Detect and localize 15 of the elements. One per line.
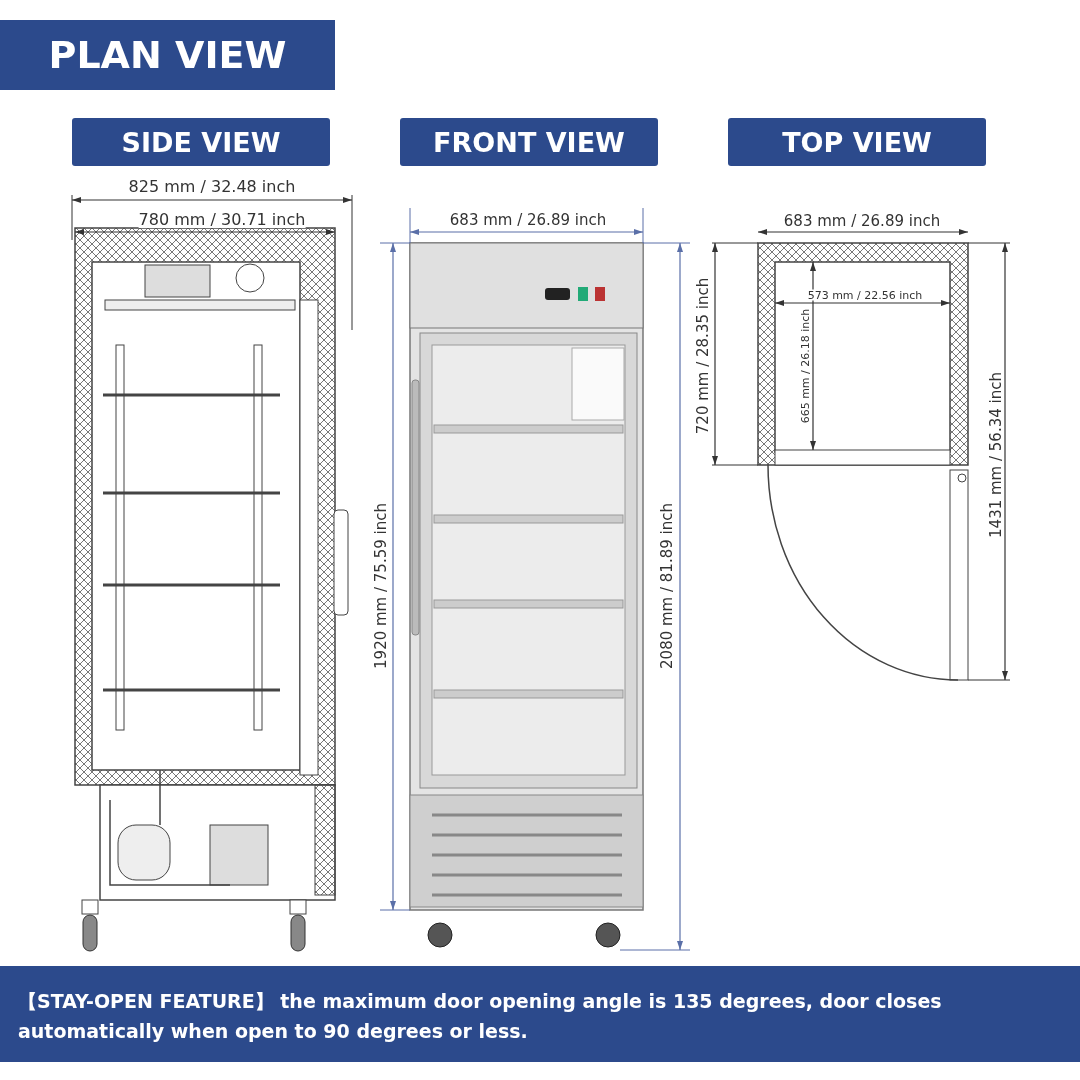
view-heading: FRONT VIEW — [400, 118, 658, 166]
dimension-label: 683 mm / 26.89 inch — [449, 212, 607, 228]
dimension-label: 1431 mm / 56.34 inch — [988, 372, 1004, 538]
caption-band: 【STAY-OPEN FEATURE】 the maximum door opening angle is 135 degrees, door closes automatically when open to 90 degrees or less. — [0, 966, 1080, 1062]
dimension-label: 665 mm / 26.18 inch — [799, 308, 811, 424]
dimension-label: 1920 mm / 75.59 inch — [373, 503, 389, 669]
dimension-label: 2080 mm / 81.89 inch — [659, 503, 675, 669]
title-banner: PLAN VIEW — [0, 20, 335, 90]
view-heading: SIDE VIEW — [72, 118, 330, 166]
dimension-label: 683 mm / 26.89 inch — [783, 213, 941, 229]
dimension-label: 825 mm / 32.48 inch — [128, 179, 296, 195]
dimension-label: 573 mm / 22.56 inch — [807, 289, 923, 301]
dimension-label: 780 mm / 30.71 inch — [138, 212, 306, 228]
dimension-label: 720 mm / 28.35 inch — [695, 277, 711, 435]
view-heading: TOP VIEW — [728, 118, 986, 166]
